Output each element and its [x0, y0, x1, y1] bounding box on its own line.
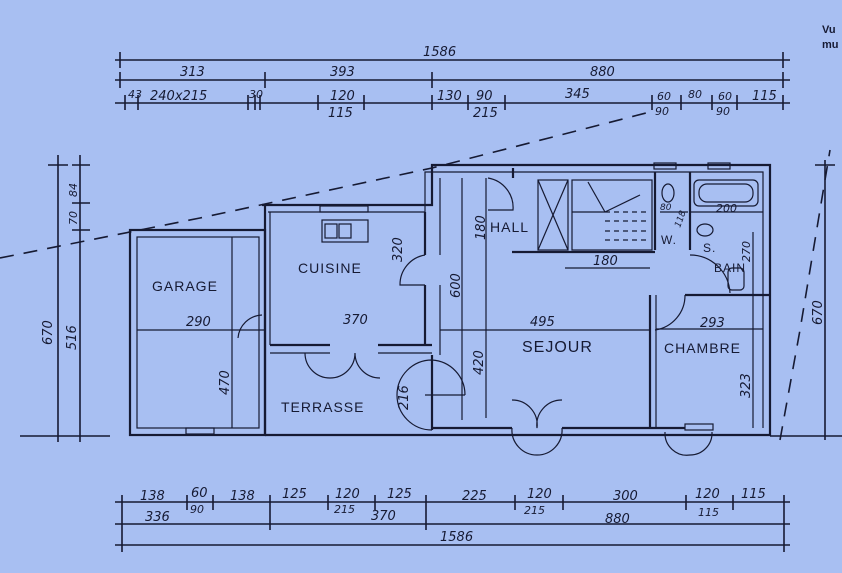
dim-left-70: 70 [67, 211, 80, 225]
room-label-sejour: SEJOUR [522, 339, 593, 356]
bidet-icon [727, 267, 745, 291]
entry-door [487, 177, 514, 211]
dim: 115 [752, 89, 777, 104]
room-label-terrasse: TERRASSE [281, 399, 364, 415]
dim-left-516: 516 [65, 325, 80, 350]
dim: 215 [524, 504, 545, 517]
dim-bottom-336: 336 [145, 510, 170, 525]
dim-bain-height: 270 [740, 241, 753, 262]
cuisine-door [399, 254, 426, 286]
roof-line-right [779, 149, 831, 441]
chambre-window [664, 431, 713, 456]
top-dimensions: 1586 313 393 880 43 240x215 30 120 115 1… [115, 45, 790, 121]
dim-sejour-width: 495 [530, 315, 555, 330]
dim-top-393: 393 [330, 65, 355, 80]
dim: 60 [657, 90, 671, 103]
dim: 90 [655, 105, 669, 118]
dim-top-880: 880 [590, 65, 615, 80]
sejour-doors-outside [511, 427, 563, 456]
garage-door [237, 314, 263, 339]
dim-stair-width: 180 [593, 254, 618, 269]
terrasse-side-door [396, 359, 466, 431]
garage-window [185, 427, 215, 435]
left-dimensions: 670 84 70 516 [20, 155, 110, 442]
corner-note-1: Vu [822, 24, 836, 36]
terrasse-french-doors [304, 352, 381, 379]
dim: 120 [330, 89, 355, 104]
dim-garage-width: 290 [186, 315, 211, 330]
dim: 120 [335, 487, 360, 502]
dim-bain-width: 200 [716, 202, 737, 215]
dim: 120 [695, 487, 720, 502]
dim: 115 [328, 106, 353, 121]
dim-left-total: 670 [41, 320, 56, 345]
washbasin-icon [696, 223, 714, 237]
dim: 215 [334, 503, 355, 516]
room-label-garage: GARAGE [152, 278, 218, 294]
dim: 60 [718, 90, 732, 103]
dim-left-84: 84 [67, 183, 80, 197]
dim-wc-width: 80 [660, 203, 672, 213]
dim: 60 [191, 486, 208, 501]
chambre-window-frame [684, 423, 714, 431]
dim-bottom-880: 880 [605, 512, 630, 527]
dim-cuisine-height: 320 [391, 237, 406, 262]
bain-door [689, 254, 731, 294]
dim: 240x215 [150, 89, 207, 104]
dim: 138 [230, 489, 255, 504]
bathtub-icon [693, 179, 759, 207]
dim-bottom-total: 1586 [440, 530, 473, 545]
room-label-hall: HALL [490, 219, 529, 235]
kitchen-window [319, 205, 369, 213]
dim: 80 [688, 88, 702, 101]
dim: 215 [473, 106, 498, 121]
wc-window [653, 162, 677, 170]
room-label-cuisine: CUISINE [298, 260, 362, 276]
dim: 43 [128, 88, 142, 101]
dim: 120 [527, 487, 552, 502]
dim-top-313: 313 [180, 65, 205, 80]
room-label-chambre: CHAMBRE [664, 340, 741, 356]
dim-chambre-height: 323 [739, 373, 754, 398]
room-label-wc: W. [661, 233, 677, 247]
dim: 115 [698, 506, 719, 519]
dim: 30 [249, 88, 263, 101]
roof-line [0, 111, 651, 259]
dim: 90 [476, 89, 493, 104]
bottom-dimensions: 138 60 90 138 125 120 215 125 225 120 21… [115, 486, 790, 552]
dim-sejour-height: 420 [472, 350, 487, 375]
dim-hall-wall: 600 [449, 273, 464, 298]
corner-note-2: mu [822, 39, 839, 51]
dim: 90 [716, 105, 730, 118]
dim: 125 [282, 487, 307, 502]
room-label-bain: BAIN [714, 261, 746, 275]
room-label-bain-s: S. [703, 241, 716, 255]
dim: 115 [741, 487, 766, 502]
bath-window [707, 162, 731, 170]
right-dimensions: 670 [770, 160, 842, 440]
dim: 138 [140, 489, 165, 504]
dim: 225 [462, 489, 487, 504]
dim-terrasse-door: 216 [397, 385, 412, 410]
sejour-french-doors [511, 399, 563, 429]
dim-hall-height: 180 [474, 215, 489, 240]
toilet-icon [661, 183, 675, 203]
chambre-door [654, 294, 686, 331]
fixtures [185, 162, 759, 435]
doors [237, 177, 731, 456]
dim-bottom-370: 370 [371, 509, 396, 524]
dim-chambre-width: 293 [700, 316, 725, 331]
dim: 345 [565, 87, 590, 102]
dim: 130 [437, 89, 462, 104]
dim: 300 [613, 489, 638, 504]
dim: 90 [190, 503, 204, 516]
dim-top-total: 1586 [423, 45, 456, 60]
dim-cuisine-width: 370 [343, 313, 368, 328]
dim-right-total: 670 [811, 300, 826, 325]
kitchen-sink-icon [321, 219, 369, 243]
dim-garage-height: 470 [218, 370, 233, 395]
dim: 125 [387, 487, 412, 502]
